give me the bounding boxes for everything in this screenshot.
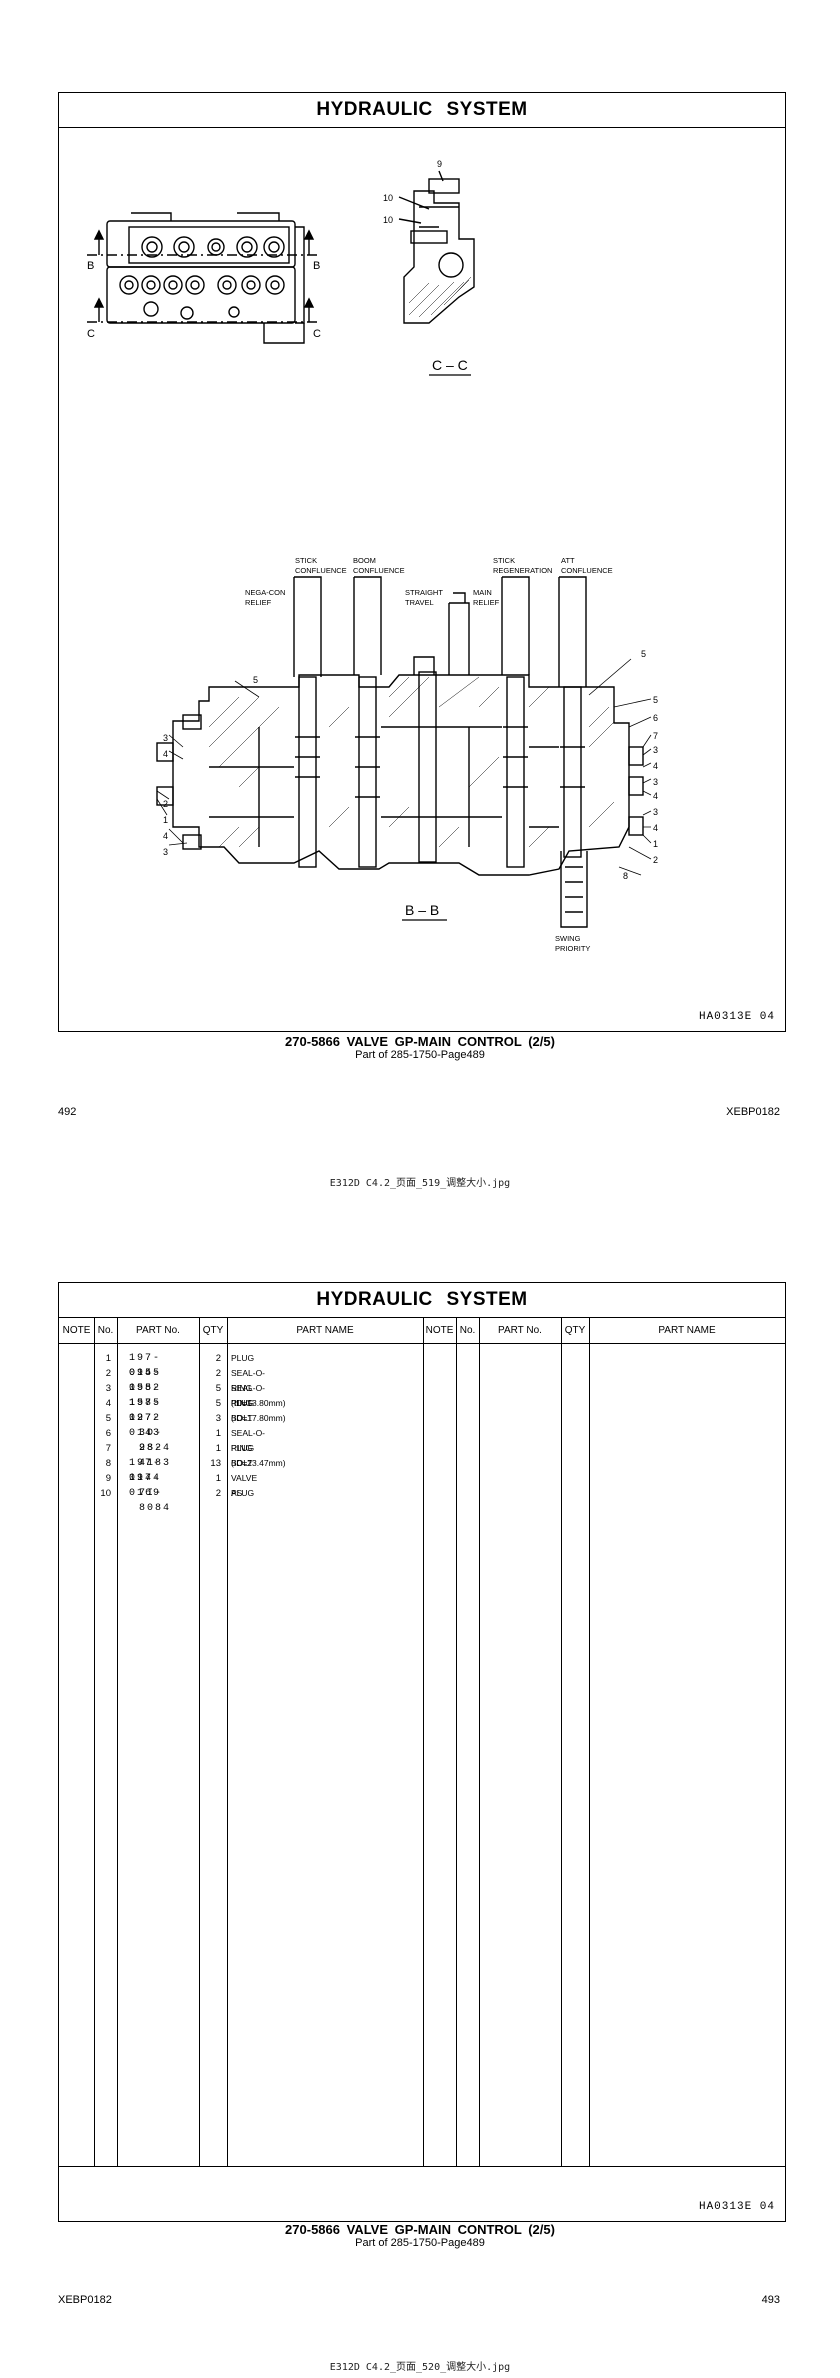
callout-10b: 10: [383, 215, 393, 225]
label-att-confluence-1: ATT: [561, 556, 575, 565]
caption-subtitle: Part of 285-1750-Page489: [355, 1049, 485, 1061]
parts-doc-code: XEBP0182: [58, 2294, 112, 2306]
drawing-frame: HYDRAULIC SYSTEM: [58, 92, 786, 1032]
label-boom-confluence-1: BOOM: [353, 556, 376, 565]
label-main-relief-2: RELIEF: [473, 598, 500, 607]
parts-caption-title: 270-5866 VALVE GP-MAIN CONTROL (2/5): [285, 2222, 555, 2237]
header-no: No.: [97, 1324, 114, 1336]
callout-right-2: 2: [653, 855, 658, 865]
label-stick-confluence-2: CONFLUENCE: [295, 566, 347, 575]
callout-10a: 10: [383, 193, 393, 203]
valve-drawing: B B C C 9 10 10 C – C: [87, 159, 658, 953]
header-qty-2: QTY: [564, 1324, 586, 1336]
callout-right-7: 7: [653, 731, 658, 741]
callout-right-3a: 3: [653, 745, 658, 755]
label-att-confluence-2: CONFLUENCE: [561, 566, 613, 575]
label-nega-con-1: NEGA-CON: [245, 588, 285, 597]
label-main-relief-1: MAIN: [473, 588, 492, 597]
header-note-2: NOTE: [425, 1324, 454, 1336]
parts-file-name: E312D C4.2_页面_520_调整大小.jpg: [329, 2362, 511, 2373]
header-part-no-2: PART No.: [498, 1324, 542, 1336]
callout-right-5b: 5: [653, 695, 658, 705]
callout-left-2: 2: [163, 799, 168, 809]
section-label-c-left: C: [87, 328, 95, 340]
page-number: 492: [58, 1106, 77, 1118]
header-part-name-2: PART NAME: [658, 1324, 716, 1336]
label-stick-regen-2: REGENERATION: [493, 566, 552, 575]
parts-caption-block: 270-5866 VALVE GP-MAIN CONTROL (2/5) Par…: [0, 2222, 840, 2249]
callout-left-4b: 4: [163, 831, 168, 841]
label-stick-confluence-1: STICK: [295, 556, 317, 565]
drawing-code: HA0313E 04: [698, 1011, 775, 1023]
header-qty: QTY: [202, 1324, 224, 1336]
label-straight-travel-1: STRAIGHT: [405, 588, 443, 597]
callout-left-4a: 4: [163, 749, 168, 759]
parts-page-title: HYDRAULIC SYSTEM: [59, 1283, 785, 1318]
caption-block: 270-5866 VALVE GP-MAIN CONTROL (2/5) Par…: [0, 1034, 840, 1061]
callout-left-1: 1: [163, 815, 168, 825]
callout-right-3b: 3: [653, 777, 658, 787]
callout-right-8: 8: [623, 871, 628, 881]
header-note: NOTE: [62, 1324, 91, 1336]
label-swing-priority-2: PRIORITY: [555, 944, 590, 953]
callout-right-4c: 4: [653, 823, 658, 833]
parts-caption-subtitle: Part of 285-1750-Page489: [355, 2237, 485, 2249]
caption-title: 270-5866 VALVE GP-MAIN CONTROL (2/5): [285, 1034, 555, 1049]
section-label-b-left: B: [87, 260, 94, 272]
page-title: HYDRAULIC SYSTEM: [59, 93, 785, 128]
label-boom-confluence-2: CONFLUENCE: [353, 566, 405, 575]
callout-right-6: 6: [653, 713, 658, 723]
section-cc-label: C – C: [432, 357, 468, 373]
label-straight-travel-2: TRAVEL: [405, 598, 434, 607]
callout-9: 9: [437, 159, 442, 169]
label-stick-regen-1: STICK: [493, 556, 515, 565]
parts-table: NOTE No. PART No. QTY PART NAME NOTE No.…: [59, 1317, 785, 2221]
parts-page-number: 493: [761, 2294, 780, 2306]
header-no-2: No.: [459, 1324, 476, 1336]
doc-code: XEBP0182: [726, 1106, 780, 1118]
parts-drawing-code: HA0313E 04: [698, 2201, 775, 2213]
callout-right-4a: 4: [653, 761, 658, 771]
label-swing-priority-1: SWING: [555, 934, 581, 943]
parts-list-frame: HYDRAULIC SYSTEM NOTE No. PART No. QTY P…: [58, 1282, 786, 2222]
callout-right-5a: 5: [641, 649, 646, 659]
callout-left-3a: 3: [163, 733, 168, 743]
callout-right-1: 1: [653, 839, 658, 849]
section-label-c-right: C: [313, 328, 321, 340]
callout-left-3b: 3: [163, 847, 168, 857]
section-bb-label: B – B: [405, 902, 439, 918]
label-nega-con-2: RELIEF: [245, 598, 272, 607]
file-name: E312D C4.2_页面_519_调整大小.jpg: [329, 1178, 511, 1189]
header-part-name: PART NAME: [296, 1324, 354, 1336]
callout-right-3c: 3: [653, 807, 658, 817]
section-label-b-right: B: [313, 260, 320, 272]
callout-right-4b: 4: [653, 791, 658, 801]
header-part-no: PART No.: [136, 1324, 180, 1336]
callout-left-5: 5: [253, 675, 258, 685]
table-header: [59, 1317, 785, 1344]
